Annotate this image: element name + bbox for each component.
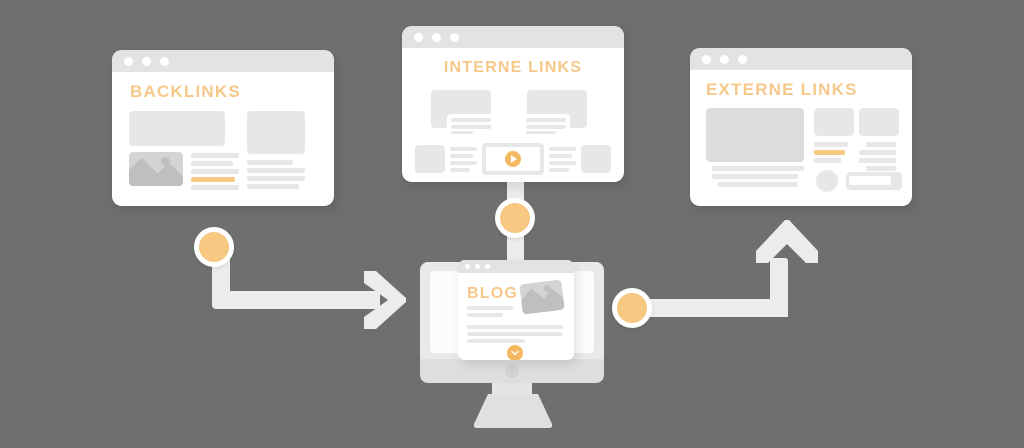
window-interne-links[interactable]: INTERNE LINKS [402,26,624,182]
text-line [450,154,473,158]
camera-dot-icon [505,364,519,378]
connector-top-node [495,198,535,238]
search-bar[interactable] [846,172,902,190]
text-line [467,339,525,343]
content-thumb-right [581,145,611,173]
text-line [467,325,563,329]
text-line [451,125,491,129]
monitor-base [473,394,553,428]
text-line [451,131,473,134]
text-line [859,158,896,163]
window-interne-links-title: INTERNE LINKS [443,59,583,76]
window-dot-close-icon[interactable] [124,56,133,66]
window-blog-titlebar [458,260,574,273]
text-line [191,161,233,166]
text-line [814,142,848,147]
window-backlinks[interactable]: BACKLINKS [112,50,334,206]
text-line [247,160,293,165]
avatar [816,170,838,192]
window-backlinks-titlebar [112,50,334,72]
text-line [549,161,576,165]
text-line [549,168,569,172]
text-line-highlight [191,177,235,182]
play-icon[interactable] [505,151,521,167]
window-dot-maximize-icon[interactable] [450,32,459,42]
text-line [247,176,305,181]
text-line [526,131,556,134]
window-externe-links-title: EXTERNE LINKS [706,80,858,99]
text-line [450,168,470,172]
text-line [467,313,503,317]
text-line [467,306,513,310]
window-backlinks-body: BACKLINKS [112,72,334,206]
image-placeholder-icon [519,279,565,315]
arrow-right-icon [364,271,406,329]
connector-left-horizontal [230,291,380,309]
window-dot-close-icon[interactable] [702,54,711,64]
window-dot-minimize-icon[interactable] [475,264,480,269]
window-externe-links[interactable]: EXTERNE LINKS [690,48,912,206]
text-line [450,161,477,165]
text-line [467,332,563,336]
content-thumb-left [415,145,445,173]
window-dot-maximize-icon[interactable] [738,54,747,64]
window-dot-maximize-icon[interactable] [160,56,169,66]
text-line [859,150,896,155]
connector-right-vertical [770,258,788,302]
monitor-neck [492,383,532,397]
text-line [526,125,566,129]
window-dot-minimize-icon[interactable] [720,54,729,64]
text-line [866,142,896,147]
text-line [451,118,491,122]
window-blog[interactable]: BLOG [458,260,574,360]
connector-right-horizontal [638,299,788,317]
text-line [526,118,566,122]
text-line [191,185,239,190]
text-line [712,174,798,179]
text-line [247,184,299,189]
content-block-a [814,108,854,136]
window-externe-links-titlebar [690,48,912,70]
text-line [191,153,239,158]
window-interne-links-body: INTERNE LINKS [402,48,624,182]
window-dot-maximize-icon[interactable] [485,264,490,269]
window-externe-links-body: EXTERNE LINKS [690,70,912,206]
text-line [718,182,798,187]
text-line [866,166,896,171]
text-line [549,154,572,158]
content-block-hero [706,108,804,162]
window-blog-body: BLOG [458,273,574,360]
window-backlinks-title: BACKLINKS [130,82,241,101]
content-block-hero [129,111,225,146]
text-line [549,147,576,151]
connector-left-node [194,227,234,267]
window-dot-minimize-icon[interactable] [432,32,441,42]
window-dot-close-icon[interactable] [465,264,470,269]
window-blog-title: BLOG [467,285,519,302]
connector-right-node [612,288,652,328]
text-line-highlight [814,150,845,155]
content-block-b [859,108,899,136]
connector-right [612,220,837,330]
window-dot-minimize-icon[interactable] [142,56,151,66]
content-block-side [247,111,305,154]
text-line [712,166,804,171]
image-placeholder-icon [129,152,183,186]
text-line [191,169,239,174]
arrow-up-icon [756,220,818,263]
window-dot-close-icon[interactable] [414,32,423,42]
text-line [247,168,305,173]
connector-top [495,178,555,273]
window-interne-links-titlebar [402,26,624,48]
text-line [814,158,841,163]
text-line [450,147,477,151]
chevron-down-icon[interactable] [507,345,523,360]
connector-left [190,225,410,335]
